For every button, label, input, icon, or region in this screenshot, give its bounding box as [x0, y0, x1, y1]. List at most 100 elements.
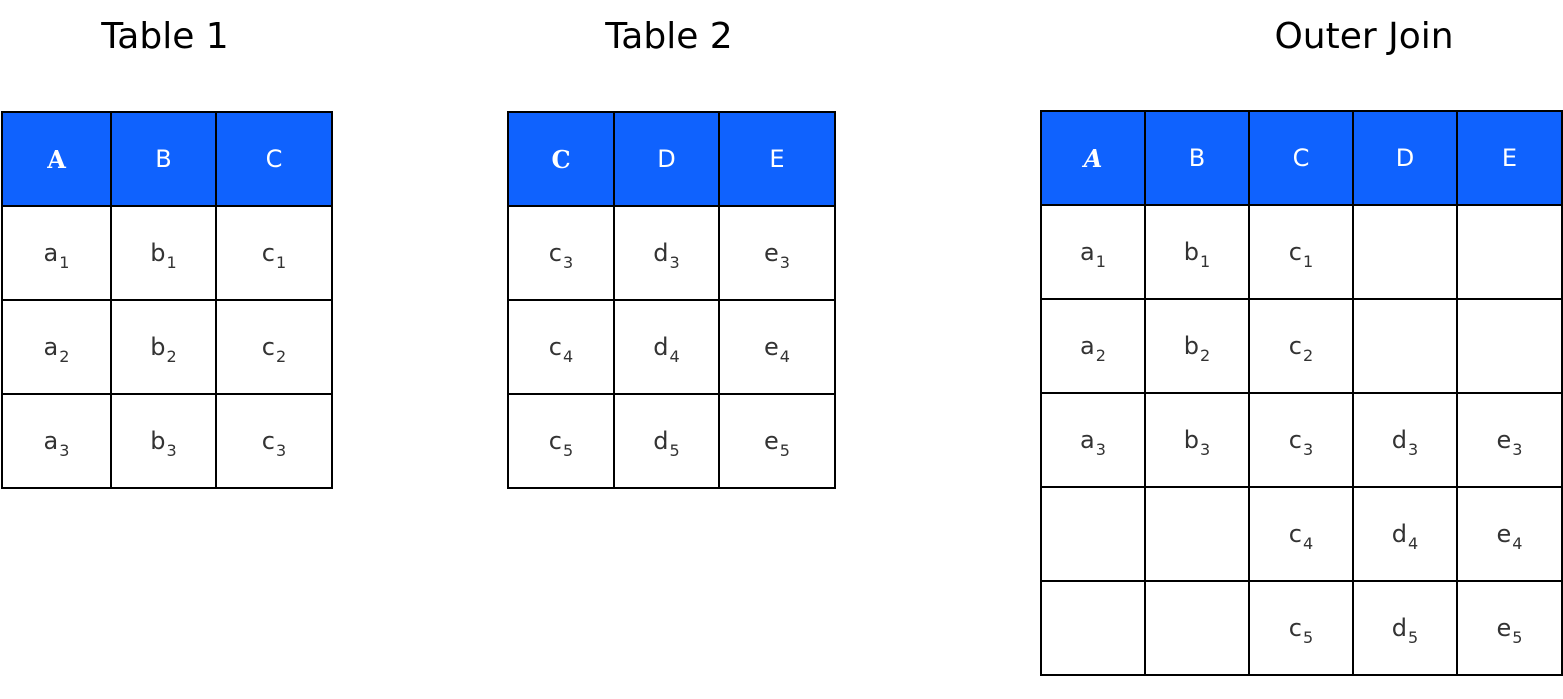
outer-join-cell: c1 [1248, 204, 1354, 300]
cell-subscript: 1 [1095, 252, 1106, 271]
outer-join-cell: b3 [1144, 392, 1250, 488]
outer-join-cell [1040, 486, 1146, 582]
cell-value: c [1288, 238, 1302, 266]
table1-cell: c3 [215, 393, 333, 489]
table2-cell: e5 [718, 393, 836, 489]
cell-value: b [1183, 332, 1200, 360]
cell-subscript: 4 [1408, 534, 1419, 553]
table1-header-row: A B C [1, 111, 333, 207]
cell-value: b [150, 333, 166, 361]
outer-join-cell: d5 [1352, 580, 1458, 676]
cell-value: a [43, 333, 59, 361]
table2-col-e-header: E [718, 111, 836, 207]
table1-cell: c2 [215, 299, 333, 395]
cell-subscript: 1 [166, 253, 177, 272]
outer-join-cell: c2 [1248, 298, 1354, 394]
cell-subscript: 3 [779, 253, 790, 272]
cell-value: c [261, 239, 275, 267]
outer-join-cell: a3 [1040, 392, 1146, 488]
cell-subscript: 5 [669, 441, 680, 460]
outer-join-cell [1352, 204, 1458, 300]
cell-value: a [43, 239, 59, 267]
cell-value: d [653, 333, 669, 361]
cell-value: e [1496, 426, 1512, 454]
table1-title: Table 1 [101, 16, 229, 57]
cell-value: c [1288, 426, 1302, 454]
cell-value: b [150, 239, 166, 267]
cell-subscript: 1 [1200, 252, 1211, 271]
outer-join-cell [1456, 298, 1563, 394]
cell-subscript: 4 [563, 347, 574, 366]
table1-cell: c1 [215, 205, 333, 301]
cell-subscript: 5 [1303, 628, 1314, 647]
cell-subscript: 3 [166, 441, 177, 460]
table1-col-b-header: B [110, 111, 217, 207]
outer-join-col-b-header: B [1144, 110, 1250, 206]
cell-subscript: 1 [276, 253, 287, 272]
outer-join-col-c-header: C [1248, 110, 1354, 206]
cell-subscript: 3 [1512, 440, 1523, 459]
cell-subscript: 3 [669, 253, 680, 272]
outer-join-cell: d3 [1352, 392, 1458, 488]
cell-value: d [1391, 426, 1408, 454]
outer-join-col-d-header: D [1352, 110, 1458, 206]
cell-value: c [1288, 332, 1302, 360]
outer-join-cell: e5 [1456, 580, 1563, 676]
cell-value: d [1391, 614, 1408, 642]
cell-subscript: 1 [59, 253, 70, 272]
cell-subscript: 2 [1303, 346, 1314, 365]
cell-value: e [1496, 614, 1512, 642]
cell-value: a [1080, 426, 1095, 454]
outer-join-cell: d4 [1352, 486, 1458, 582]
outer-join-cell [1352, 298, 1458, 394]
cell-value: c [548, 239, 562, 267]
cell-value: e [764, 239, 779, 267]
cell-subscript: 3 [1303, 440, 1314, 459]
cell-value: a [1080, 332, 1095, 360]
cell-value: d [653, 427, 669, 455]
cell-value: c [1288, 614, 1302, 642]
cell-subscript: 5 [1512, 628, 1523, 647]
outer-join-cell: b2 [1144, 298, 1250, 394]
outer-join-col-e-header: E [1456, 110, 1563, 206]
cell-subscript: 4 [779, 347, 790, 366]
cell-subscript: 5 [779, 441, 790, 460]
table1-col-a-header: A [1, 111, 112, 207]
cell-subscript: 4 [1303, 534, 1314, 553]
cell-value: c [261, 427, 275, 455]
cell-subscript: 2 [166, 347, 177, 366]
cell-subscript: 2 [276, 347, 287, 366]
cell-value: b [1183, 426, 1200, 454]
table2-col-d-header: D [613, 111, 720, 207]
cell-value: c [1288, 520, 1302, 548]
outer-join-cell: c4 [1248, 486, 1354, 582]
cell-value: a [43, 427, 59, 455]
outer-join-cell [1040, 580, 1146, 676]
cell-subscript: 2 [1200, 346, 1211, 365]
table1-cell: b1 [110, 205, 217, 301]
outer-join-cell [1144, 486, 1250, 582]
cell-value: b [1183, 238, 1200, 266]
cell-subscript: 5 [563, 441, 574, 460]
cell-subscript: 4 [1512, 534, 1523, 553]
table1-cell: b2 [110, 299, 217, 395]
table1-cell: a3 [1, 393, 112, 489]
cell-subscript: 3 [59, 441, 70, 460]
cell-subscript: 1 [1303, 252, 1314, 271]
cell-subscript: 4 [669, 347, 680, 366]
cell-subscript: 3 [1095, 440, 1106, 459]
cell-subscript: 3 [276, 441, 287, 460]
cell-subscript: 5 [1408, 628, 1419, 647]
table2-cell: d5 [613, 393, 720, 489]
table2-cell: e3 [718, 205, 836, 301]
table1-col-c-header: C [215, 111, 333, 207]
outer-join-cell: e4 [1456, 486, 1563, 582]
outer-join-cell: c5 [1248, 580, 1354, 676]
cell-value: d [653, 239, 669, 267]
